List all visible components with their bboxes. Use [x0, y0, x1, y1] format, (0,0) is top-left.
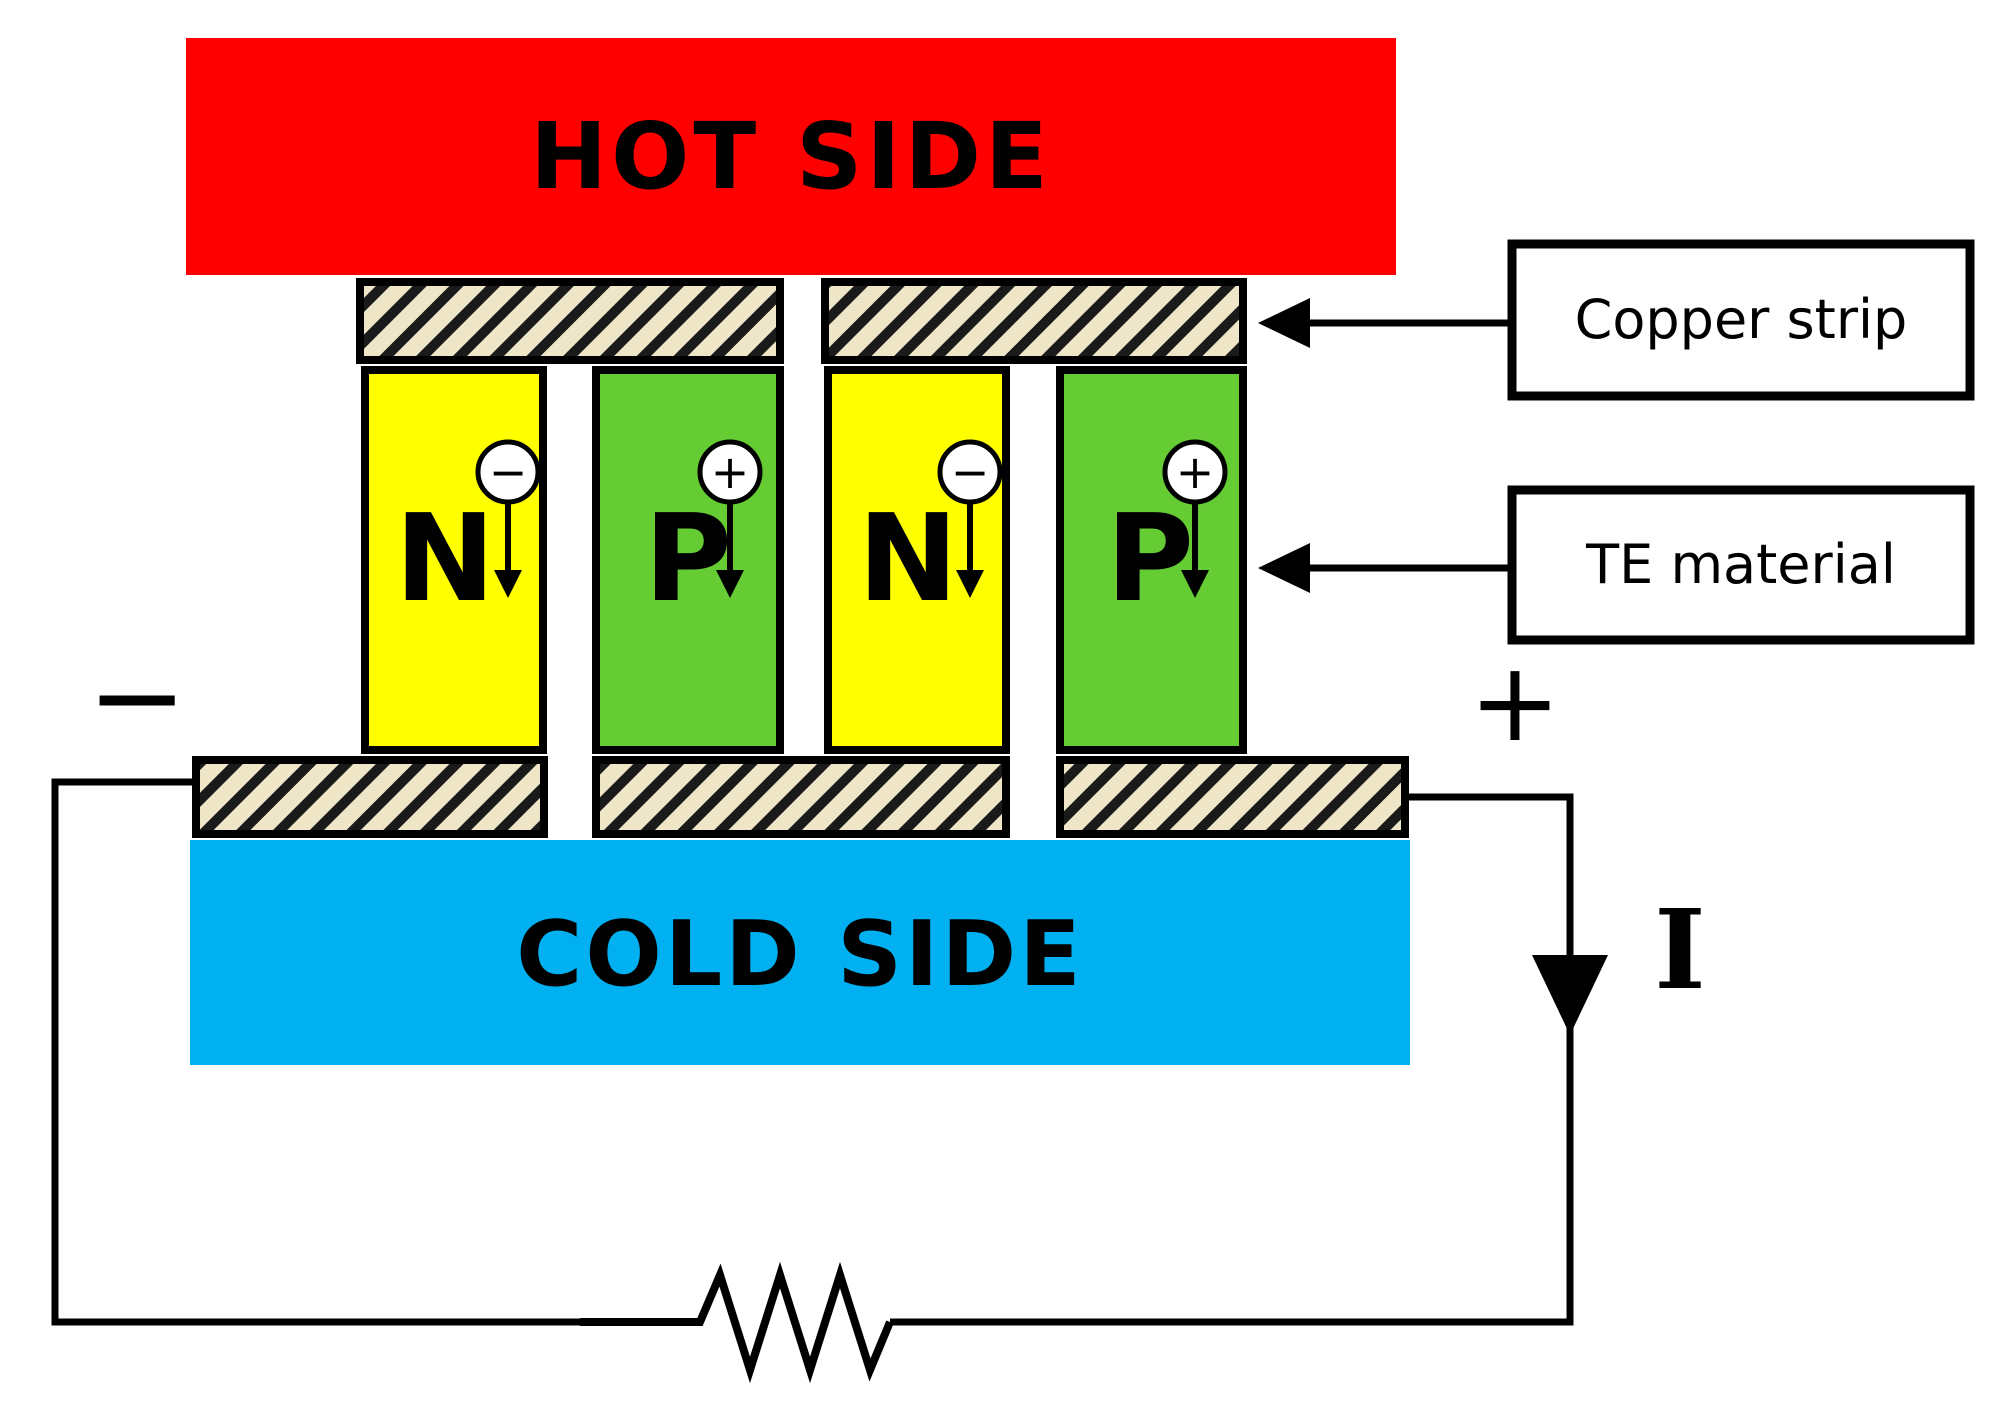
te-leg-2: + P — [592, 366, 784, 754]
current-direction-arrow — [1532, 955, 1608, 1035]
copper-strip-callout: Copper strip — [1258, 239, 1975, 401]
carrier-sign: − — [489, 445, 528, 499]
carrier-arrow-head — [716, 570, 744, 598]
bottom-copper-strip-left — [192, 756, 548, 838]
leg-letter: P — [1106, 490, 1194, 629]
callout-label: TE material — [1585, 533, 1896, 596]
leg-letter: N — [395, 490, 495, 629]
resistor-symbol — [580, 1261, 894, 1384]
p-type-leg-body — [592, 366, 784, 754]
n-type-leg-body — [361, 366, 547, 754]
carrier-arrow-head — [1181, 570, 1209, 598]
negative-terminal-sign: − — [87, 628, 188, 767]
leg-letter: N — [858, 490, 958, 629]
te-leg-4: + P — [1056, 366, 1247, 754]
te-leg-3: − N — [824, 366, 1010, 754]
carrier-sign: − — [951, 445, 990, 499]
carrier-arrow-head — [494, 570, 522, 598]
top-copper-strip-right — [821, 278, 1247, 364]
callout-box — [1507, 239, 1975, 401]
te-material-callout: TE material — [1258, 485, 1975, 645]
positive-terminal-sign: + — [1469, 638, 1561, 766]
cold-side-label: COLD SIDE — [516, 902, 1083, 1007]
circuit-wire-right — [890, 793, 1574, 1326]
hot-side-plate — [186, 38, 1396, 275]
carrier-sign: + — [711, 445, 750, 499]
callout-arrow-head — [1258, 298, 1310, 348]
callout-label: Copper strip — [1575, 288, 1908, 351]
callout-box — [1507, 485, 1975, 645]
leg-letter: P — [644, 490, 732, 629]
carrier-sign: + — [1176, 445, 1215, 499]
p-type-leg-body — [1056, 366, 1247, 754]
current-label: I — [1654, 885, 1705, 1014]
callout-arrow-head — [1258, 543, 1310, 593]
cold-side-plate — [190, 840, 1410, 1065]
n-type-leg-body — [824, 366, 1010, 754]
bottom-copper-strip-right — [1056, 756, 1409, 838]
te-leg-1: − N — [361, 366, 547, 754]
bottom-copper-strip-middle — [592, 756, 1010, 838]
top-copper-strip-left — [356, 278, 784, 364]
hot-side-label: HOT SIDE — [530, 103, 1052, 210]
circuit-wire — [51, 778, 580, 1326]
carrier-arrow-head — [956, 570, 984, 598]
